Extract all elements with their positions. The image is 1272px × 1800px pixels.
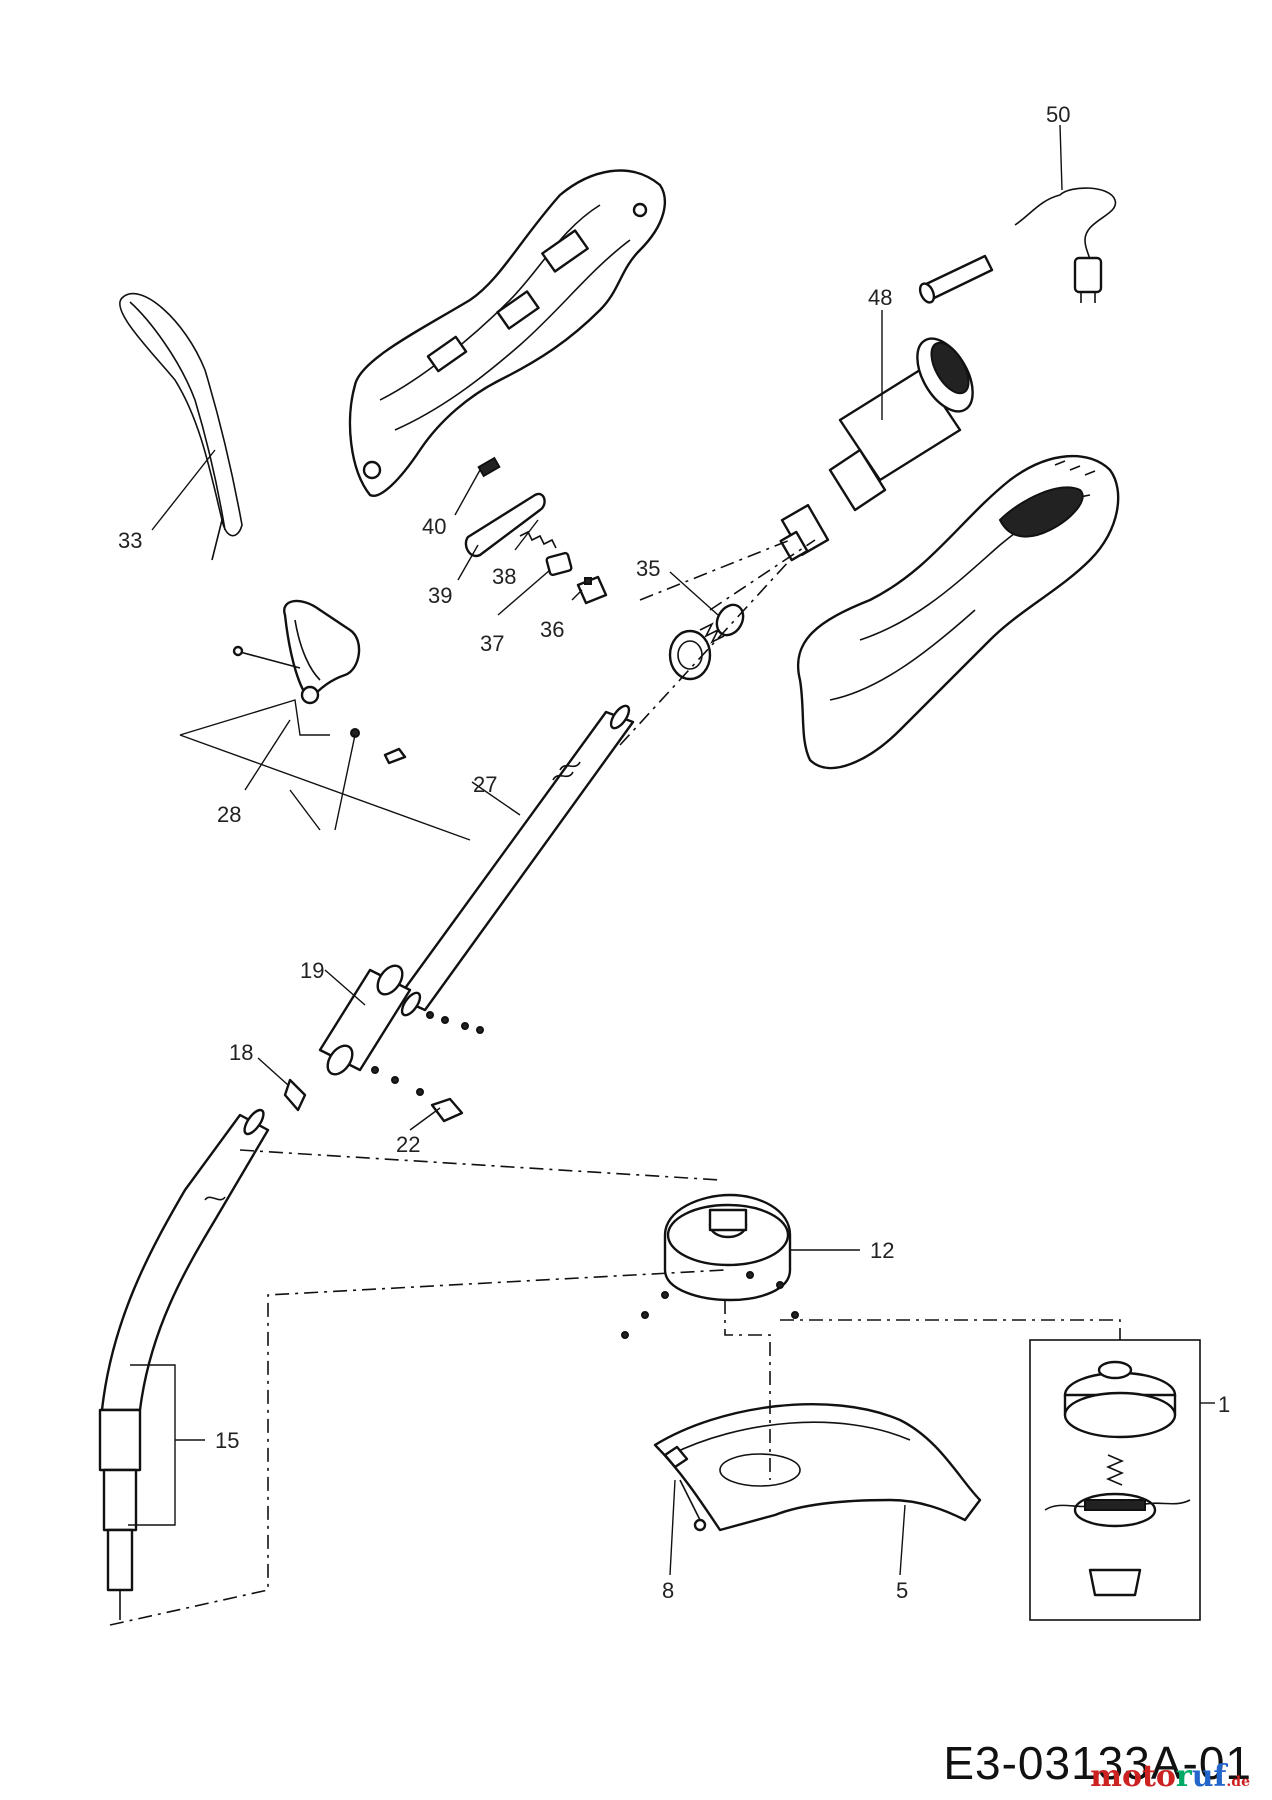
callout-48: 48 [868,285,892,310]
part-housing-right-half [797,454,1120,770]
callout-12: 12 [870,1238,894,1263]
callout-1: 1 [1218,1392,1230,1417]
watermark-logo: motoruf.de [1090,1759,1250,1794]
part-motor-cap [621,1193,799,1339]
callout-8: 8 [662,1578,674,1603]
callout-36: 36 [540,617,564,642]
callout-40: 40 [422,514,446,539]
callout-33: 33 [118,528,142,553]
callout-35: 35 [636,556,660,581]
part-motor [779,337,974,562]
part-grass-guard [653,1402,982,1532]
callout-18: 18 [229,1040,253,1065]
callout-15: 15 [215,1428,239,1453]
leader-lines [128,124,1215,1576]
part-spring [668,603,745,681]
callout-50: 50 [1046,102,1070,127]
callout-19: 19 [300,958,324,983]
drawing-code: E3-03133A-01 [943,1737,1252,1789]
part-wing-nut [283,1078,307,1112]
part-housing-left-half [348,169,667,497]
callout-5: 5 [896,1578,908,1603]
callout-37: 37 [480,631,504,656]
part-upper-shaft [396,704,635,1017]
assembly-dash-lines [109,539,1121,1626]
part-trimmer-head-assembly [1029,1339,1201,1621]
part-screw [679,1479,707,1532]
part-auxiliary-handle [232,599,407,765]
part-lower-shaft [98,1108,270,1620]
callout-28: 28 [217,802,241,827]
part-shaft-coupling [318,964,484,1123]
callout-27: 27 [473,772,497,797]
part-power-cord [918,187,1117,304]
part-shoulder-strap [119,292,243,561]
callout-38: 38 [492,564,516,589]
part-small-switch-parts [464,456,608,605]
callout-39: 39 [428,583,452,608]
callout-22: 22 [396,1132,420,1157]
